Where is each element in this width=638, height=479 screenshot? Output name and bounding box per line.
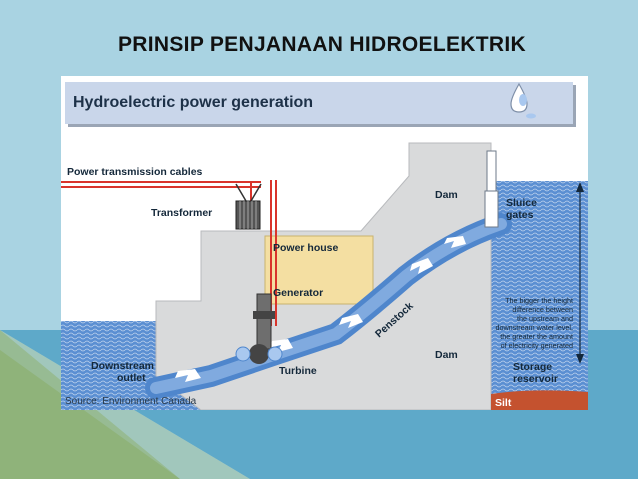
note-line-2: difference between (512, 305, 573, 314)
slide-title: PRINSIP PENJANAAN HIDROELEKTRIK (118, 33, 526, 56)
label-power-transmission-cables: Power transmission cables (67, 166, 203, 178)
transformer (235, 183, 262, 230)
note-line-4: downstream water level, (496, 323, 574, 332)
figure-title: Hydroelectric power generation (73, 94, 313, 111)
label-dam-bottom: Dam (435, 349, 458, 361)
hydroelectric-diagram: Hydroelectric power generation (61, 76, 588, 410)
label-storage-1: Storage (513, 361, 552, 373)
label-power-house: Power house (273, 242, 339, 254)
label-downstream-outlet-2: outlet (117, 372, 146, 384)
figure-source: Source: Environment Canada (65, 396, 197, 407)
label-generator: Generator (273, 287, 323, 299)
label-sluice-1: Sluice (506, 197, 537, 209)
figure-title-bar (65, 82, 573, 124)
label-dam-top: Dam (435, 189, 458, 201)
note-line-1: The bigger the height (505, 296, 573, 305)
note-line-3: the upstream and (517, 314, 573, 323)
generator-turbine (235, 293, 283, 364)
label-storage-2: reservoir (513, 373, 558, 385)
note-line-6: of electricity generated (501, 341, 573, 350)
note-line-5: the greater the amount (500, 332, 573, 341)
label-transformer: Transformer (151, 207, 212, 219)
silt (491, 390, 588, 410)
power-house (264, 235, 374, 305)
label-turbine: Turbine (279, 365, 317, 377)
label-sluice-2: gates (506, 209, 534, 221)
water-drop-icon (510, 82, 536, 119)
flow-arrows (175, 236, 466, 382)
label-silt: Silt (495, 397, 512, 409)
height-difference-arrow (576, 182, 584, 364)
height-difference-note: The bigger the height difference between… (496, 296, 574, 350)
label-downstream-outlet-1: Downstream (91, 360, 154, 372)
